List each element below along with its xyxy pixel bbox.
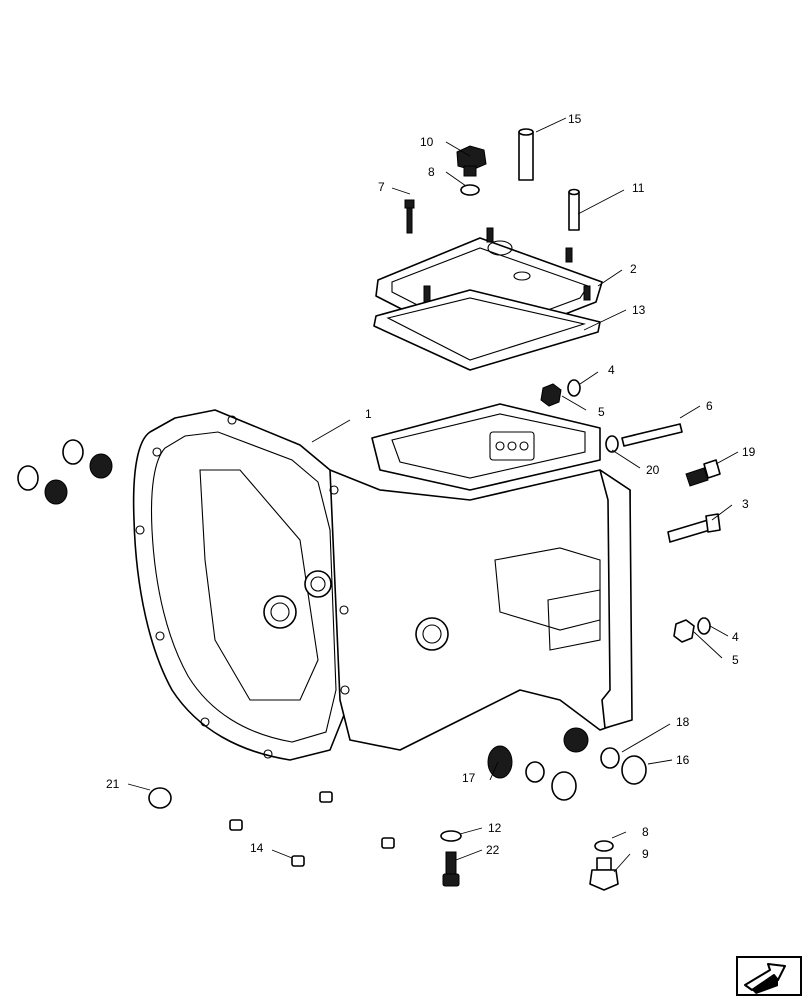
callout-11: 11: [632, 181, 645, 195]
callout-18: 18: [676, 715, 690, 729]
cover-bolt: [404, 199, 415, 234]
washer-18: [600, 747, 620, 769]
washer-upper: [567, 379, 581, 397]
callout-9: 9: [642, 847, 649, 861]
plug-17b: [563, 727, 589, 753]
callout-6: 6: [706, 399, 713, 413]
washer-12: [440, 830, 462, 842]
callout-1: 1: [365, 407, 372, 421]
callout-13: 13: [632, 303, 646, 317]
plug-16: [621, 755, 647, 785]
washer-bottom-8: [594, 840, 614, 852]
breather-plug: [456, 145, 487, 177]
callout-17: 17: [462, 771, 476, 785]
callout-3: 3: [742, 497, 749, 511]
bolt-19: [685, 459, 721, 487]
callout-7: 7: [378, 180, 385, 194]
plug-17a: [487, 745, 513, 779]
washer-bottom: [525, 761, 545, 783]
washer-20: [605, 435, 619, 453]
nut-lower: [673, 619, 695, 643]
callout-2: 2: [630, 262, 637, 276]
callout-22: 22: [486, 843, 500, 857]
callout-16: 16: [676, 753, 690, 767]
stud: [621, 423, 683, 447]
callout-10: 10: [420, 135, 434, 149]
dowel-pin-11: [568, 188, 580, 231]
callout-20: 20: [646, 463, 660, 477]
callout-14: 14: [250, 841, 264, 855]
leader-lines: [127, 117, 739, 873]
plug-bottom: [551, 771, 577, 801]
washer-lower: [697, 617, 711, 635]
cap-21: [148, 787, 172, 809]
callout-5-upper: 5: [598, 405, 605, 419]
callout-15: 15: [568, 112, 582, 126]
callout-4-lower: 4: [732, 630, 739, 644]
navigation-arrow-button[interactable]: [736, 956, 802, 996]
washer-top: [460, 184, 480, 196]
bolt-22: [442, 851, 460, 887]
bolt-3: [667, 513, 721, 543]
callout-4-upper: 4: [608, 363, 615, 377]
callout-8-upper: 8: [428, 165, 435, 179]
dowel-pin-15: [518, 128, 534, 181]
arrow-icon: [744, 963, 786, 994]
drain-plug: [589, 857, 619, 891]
callout-19: 19: [742, 445, 756, 459]
callout-12: 12: [488, 821, 502, 835]
left-plugs: [17, 439, 113, 505]
transmission-housing: [132, 403, 633, 761]
callout-5-lower: 5: [732, 653, 739, 667]
callout-8-lower: 8: [642, 825, 649, 839]
cover-gasket: [373, 289, 601, 371]
small-plugs-14: [229, 791, 395, 867]
callout-labels: 1 2 3 4 4 5 5 6 7 8 8 9 10 11 12 13 14 1…: [106, 112, 756, 861]
nut-upper: [540, 383, 562, 407]
callout-21: 21: [106, 777, 120, 791]
